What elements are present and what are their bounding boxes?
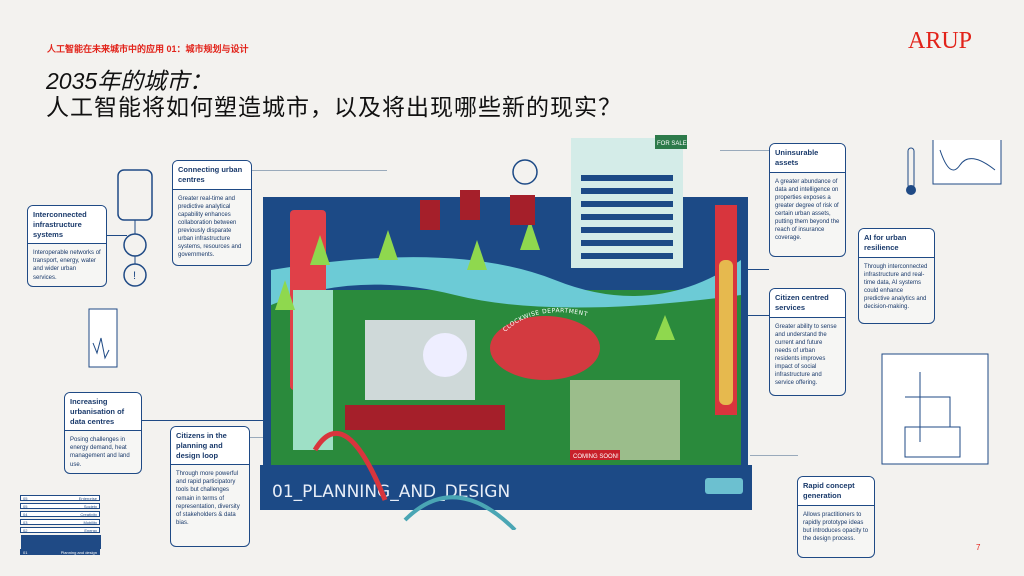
card-title: Rapid concept generation [798,477,874,506]
page-title: 2035年的城市： [46,68,213,94]
illustration-label: 01_PLANNING_AND_DESIGN [272,482,510,502]
nav-label: Energy [84,528,97,533]
card-body: Greater real-time and predictive analyti… [178,195,242,259]
card-title: Citizens in the planning and design loop [171,427,249,466]
card-title: AI for urban resilience [859,229,934,258]
card-uninsurable-assets: Uninsurable assets A greater abundance of… [769,143,846,257]
nav-item-active[interactable]: 01 Planning and design [20,549,100,555]
card-title: Citizen centred services [770,289,845,318]
coming-soon-text: COMING SOON! [573,454,619,460]
nav-num: 04 [23,512,28,517]
card-citizens-planning: Citizens in the planning and design loop… [170,426,250,547]
nav-label: Creativity [80,512,97,517]
nav-active-block [21,535,101,549]
card-title: Connecting urban centres [173,161,251,190]
card-body: Posing challenges in energy demand, heat… [70,437,130,468]
nav-item[interactable]: 05 Enterprise [20,495,100,501]
card-body: Through interconnected infrastructure an… [864,263,928,310]
bicycle-icon [123,233,147,257]
fan [423,333,467,377]
city-illustration: CLOCKWISE DEPARTMENT FOR SALE! COMING SO… [260,135,752,530]
arup-logo: ARUP [908,28,973,54]
card-body: Greater ability to sense and understand … [775,323,837,387]
section-kicker: 人工智能在未来城市中的应用 01：城市规划与设计 [47,44,249,54]
connector [252,170,387,171]
data-sheet-icon [88,308,118,368]
card-body: Through more powerful and rapid particip… [176,471,240,526]
houses [345,405,505,430]
nav-item[interactable]: 05 Society [20,503,100,509]
for-sale-text: FOR SALE! [657,141,689,147]
card-title: Increasing urbanisation of data centres [65,393,141,432]
page-subtitle: 人工智能将如何塑造城市，以及将出现哪些新的现实？ [46,94,622,120]
nav-label: Planning and design [60,550,97,555]
nav-label: Mobility [83,520,97,525]
connector [107,235,127,236]
connector-port-icon [705,478,743,494]
nav-num: 05 [23,496,28,501]
nav-num: 05 [23,504,28,509]
nav-num: 02 [23,528,28,533]
nav-num: 03 [23,520,28,525]
card-title: Uninsurable assets [770,144,845,173]
nav-label: Society [83,504,97,509]
nav-item[interactable]: 02 Energy [20,527,100,533]
card-body: Interoperable networks of transport, ene… [33,250,101,281]
smiley-icon [512,159,538,185]
coming-soon-sign [570,450,620,460]
thermometer-chart-icon [906,140,1002,195]
glass-building [570,380,680,460]
card-title: Interconnected infrastructure systems [28,206,106,245]
label-band [260,465,752,510]
connector [750,455,798,456]
sensor-device-icon: ! [117,169,153,287]
card-body: A greater abundance of data and intellig… [775,178,840,242]
connector [720,150,769,151]
connector [249,437,269,438]
for-sale-sign [655,135,687,149]
nav-item[interactable]: 04 Creativity [20,511,100,517]
concept-sketch-icon [881,353,989,465]
page-number: 7 [976,543,981,552]
train [719,260,733,405]
nav-label: Enterprise [78,496,97,501]
card-body: Allows practitioners to rapidly prototyp… [803,511,869,542]
connector [141,420,271,421]
nav-item[interactable]: 03 Mobility [20,519,100,525]
nav-num: 01 [23,550,28,555]
svg-text:!: ! [133,270,136,282]
stadium [490,316,600,380]
